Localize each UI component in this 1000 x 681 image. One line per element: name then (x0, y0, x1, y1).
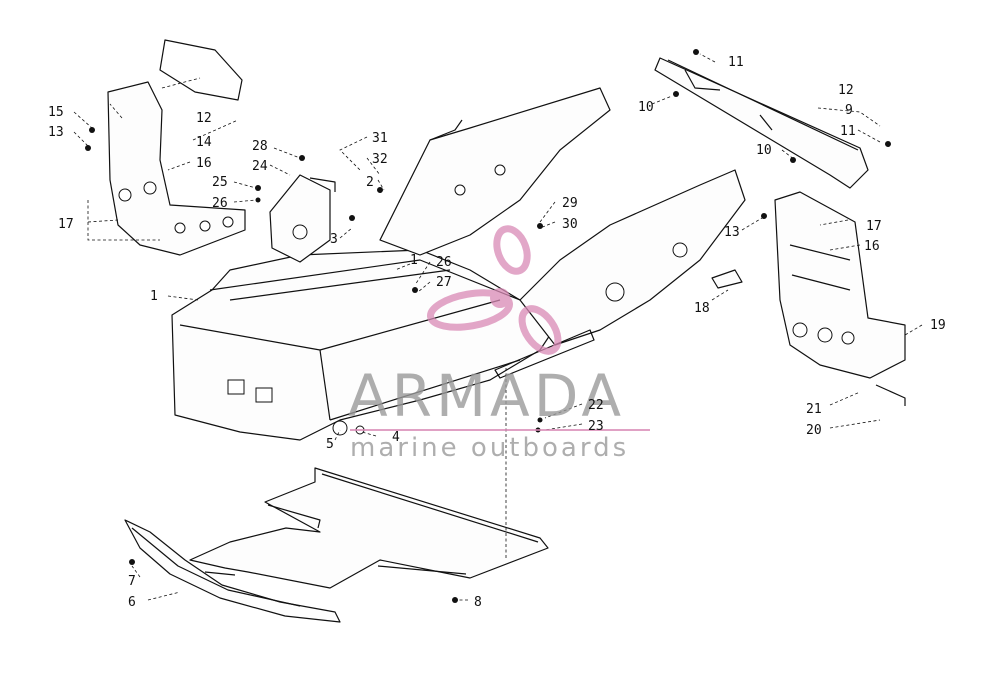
callout-22: 22 (588, 398, 604, 413)
rear-cross-tube (654, 57, 869, 189)
callout-13: 13 (48, 125, 64, 140)
center-mount-bracket (269, 174, 336, 263)
callout-1: 1 (410, 253, 418, 268)
callout-25: 25 (212, 175, 228, 190)
callout-8: 8 (474, 595, 482, 610)
callout-10: 10 (638, 100, 654, 115)
callout-4: 4 (392, 430, 400, 445)
callout-31: 31 (372, 131, 388, 146)
callout-6: 6 (128, 595, 136, 610)
callout-32: 32 (372, 152, 388, 167)
watermark-logo (427, 225, 562, 355)
callout-21: 21 (806, 402, 822, 417)
callout-9: 9 (845, 103, 853, 118)
callout-14: 14 (196, 135, 212, 150)
callout-23: 23 (588, 419, 604, 434)
callout-17: 17 (866, 219, 882, 234)
left-bulkhead-bracket (107, 39, 246, 256)
callout-26: 26 (212, 196, 228, 211)
callout-7: 7 (128, 574, 136, 589)
callout-16: 16 (864, 239, 880, 254)
callout-24: 24 (252, 159, 268, 174)
callout-12: 12 (838, 83, 854, 98)
left-tunnel-panel (379, 87, 611, 256)
callout-30: 30 (562, 217, 578, 232)
callout-11: 11 (840, 124, 856, 139)
callout-12: 12 (196, 111, 212, 126)
callout-26: 26 (436, 255, 452, 270)
callout-29: 29 (562, 196, 578, 211)
callout-labels: 1 1 2 3 4 5 6 7 8 9 10 10 11 11 12 12 13… (48, 55, 946, 610)
bumper-pad (711, 269, 743, 289)
leader-lines (73, 53, 923, 601)
right-tunnel-panel (494, 169, 746, 379)
front-skid (124, 519, 341, 623)
callout-15: 15 (48, 105, 64, 120)
callout-17: 17 (58, 217, 74, 232)
right-bulkhead-bracket (774, 191, 906, 406)
callout-20: 20 (806, 423, 822, 438)
callout-3: 3 (330, 232, 338, 247)
callout-13: 13 (724, 225, 740, 240)
callout-2: 2 (366, 175, 374, 190)
callout-27: 27 (436, 275, 452, 290)
callout-11: 11 (728, 55, 744, 70)
callout-18: 18 (694, 301, 710, 316)
watermark-tagline: marine outboards (350, 433, 629, 463)
belly-pan (189, 467, 549, 589)
callout-1: 1 (150, 289, 158, 304)
watermark-brand: ARMADA (348, 362, 625, 430)
callout-19: 19 (930, 318, 946, 333)
callout-5: 5 (326, 437, 334, 452)
fasteners (85, 49, 891, 603)
callout-28: 28 (252, 139, 268, 154)
callout-16: 16 (196, 156, 212, 171)
callout-10: 10 (756, 143, 772, 158)
